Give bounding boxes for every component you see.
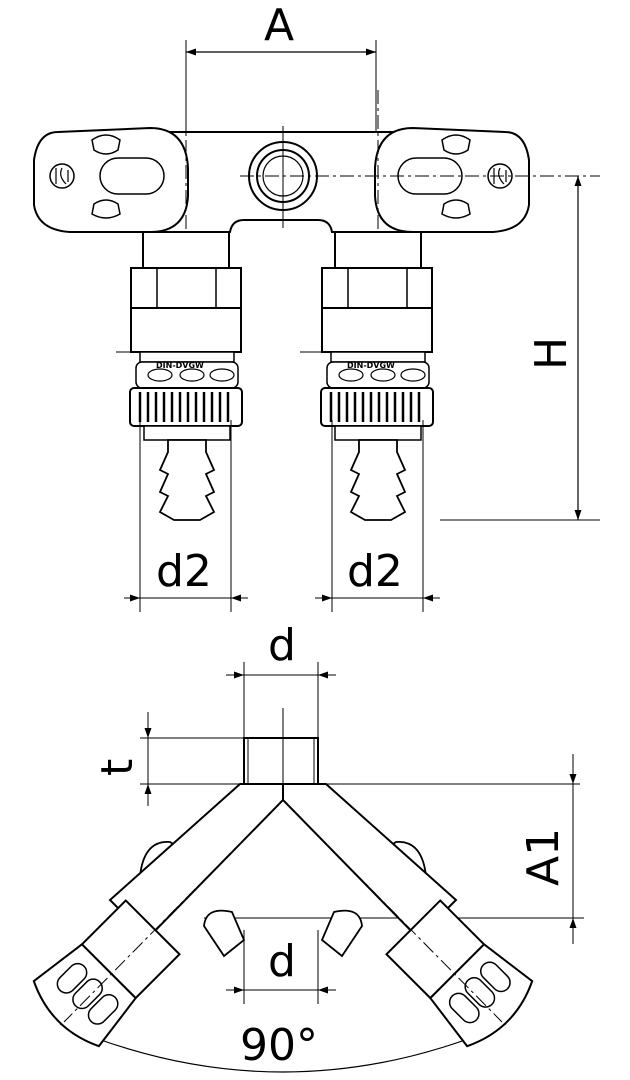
label-a1: A1 bbox=[518, 828, 569, 886]
dvgw-marking-right: DIN-DVGW bbox=[347, 361, 395, 370]
angle-arc bbox=[59, 1023, 507, 1073]
dvgw-marking-left: DIN-DVGW bbox=[156, 361, 204, 370]
ball-valve-logo-left bbox=[49, 163, 75, 189]
dimension-d-bottom bbox=[226, 930, 336, 1004]
dimension-d2-right bbox=[315, 420, 440, 612]
dimension-d-top bbox=[226, 662, 336, 740]
label-d-bottom: d bbox=[268, 936, 296, 987]
hose-barb-right bbox=[349, 439, 407, 521]
center-lines bbox=[185, 90, 600, 350]
right-valve-head bbox=[385, 899, 534, 1048]
front-view bbox=[33, 40, 600, 612]
dimension-d2-left bbox=[124, 420, 248, 612]
left-arm bbox=[108, 783, 284, 940]
label-angle: 90° bbox=[240, 1020, 318, 1071]
dimension-a1 bbox=[204, 754, 584, 944]
hose-barb-left bbox=[158, 439, 216, 521]
threaded-nipple bbox=[243, 737, 319, 785]
left-valve-head bbox=[32, 899, 181, 1048]
label-d2-left: d2 bbox=[156, 546, 212, 597]
label-d2-right: d2 bbox=[347, 546, 403, 597]
plan-center-lines bbox=[63, 708, 503, 1023]
plan-view bbox=[32, 662, 584, 1073]
label-d-top: d bbox=[268, 620, 296, 671]
dimension-t bbox=[140, 712, 580, 806]
left-valve-handle bbox=[33, 126, 189, 233]
label-a: A bbox=[264, 0, 294, 51]
label-h: H bbox=[526, 337, 577, 370]
left-outlet bbox=[129, 267, 243, 521]
dimension-h bbox=[440, 176, 600, 521]
right-arm bbox=[282, 783, 458, 940]
right-outlet bbox=[320, 267, 434, 521]
label-t: t bbox=[92, 759, 143, 776]
right-valve-handle bbox=[374, 126, 530, 233]
